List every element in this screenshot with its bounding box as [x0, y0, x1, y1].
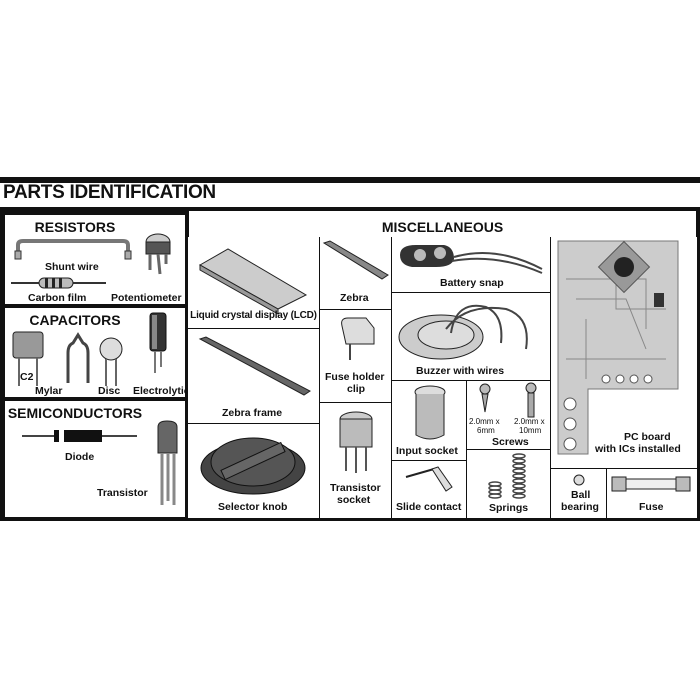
- fuse-holder-clip-cell: Fuse holder clip: [319, 309, 392, 403]
- carbon-film-label: Carbon film: [28, 292, 87, 304]
- screw-6mm-size-line1: 2.0mm x: [469, 417, 500, 426]
- input-socket-label: Input socket: [396, 445, 458, 457]
- transistor-socket-cell: Transistor socket: [319, 402, 392, 518]
- screw-6mm-icon: [479, 383, 491, 413]
- shunt-wire-icon: [14, 239, 132, 260]
- miscellaneous-panel: MISCELLANEOUS Liquid crystal display (LC…: [188, 211, 697, 518]
- c2-label: C2: [20, 371, 34, 383]
- buzzer-label: Buzzer with wires: [416, 365, 505, 377]
- lcd-label: Liquid crystal display (LCD): [190, 310, 317, 321]
- slide-contact-icon: [405, 466, 453, 492]
- ball-bearing-label-line2: bearing: [561, 501, 599, 513]
- zebra-frame-label: Zebra frame: [222, 407, 283, 419]
- battery-snap-cell: Battery snap: [391, 237, 551, 293]
- mylar-label: Mylar: [35, 385, 63, 397]
- zebra-frame-icon: [198, 336, 311, 396]
- semiconductors-panel: SEMICONDUCTORS Diode Transistor: [5, 401, 185, 517]
- zebra-cell: Zebra: [319, 237, 392, 310]
- c2-capacitor-icon: [12, 331, 44, 386]
- top-rule: [0, 177, 700, 183]
- transistor-socket-icon: [339, 411, 373, 473]
- springs-cell: Springs: [466, 449, 551, 518]
- semiconductors-heading: SEMICONDUCTORS: [7, 405, 143, 421]
- pc-board-label-line2: with ICs installed: [595, 443, 681, 455]
- disc-capacitor-icon: [99, 337, 123, 386]
- pc-board-icon: [557, 240, 679, 455]
- screw-6mm-size-line2: 6mm: [477, 426, 495, 435]
- selector-knob-label: Selector knob: [218, 501, 288, 513]
- selector-knob-cell: Selector knob: [188, 423, 320, 518]
- disc-label: Disc: [98, 385, 121, 397]
- pc-board-cell: PC board with ICs installed: [550, 237, 697, 469]
- capacitors-panel: CAPACITORS C2 Mylar Disc Electrolytic: [5, 308, 190, 397]
- carbon-film-resistor-icon: [11, 277, 106, 289]
- battery-snap-label: Battery snap: [440, 277, 504, 289]
- parts-frame: RESISTORS Shunt wire Carbon film Potenti…: [0, 207, 700, 521]
- page-title: PARTS IDENTIFICATION: [3, 182, 216, 203]
- input-socket-icon: [414, 385, 446, 440]
- selector-knob-icon: [200, 437, 306, 495]
- pc-board-label-line1: PC board: [624, 431, 671, 443]
- springs-icon: [488, 453, 526, 499]
- diode-label: Diode: [65, 451, 95, 463]
- buzzer-icon: [398, 304, 528, 360]
- springs-label: Springs: [489, 502, 529, 514]
- resistors-heading: RESISTORS: [34, 219, 116, 235]
- ball-bearing-label-line1: Ball: [571, 489, 591, 501]
- ball-bearing-icon: [573, 474, 585, 486]
- fuse-cell: Fuse: [606, 468, 697, 518]
- slide-contact-cell: Slide contact: [391, 460, 467, 518]
- transistor-label: Transistor: [97, 487, 148, 499]
- screws-label: Screws: [492, 436, 529, 448]
- mylar-capacitor-icon: [66, 332, 90, 383]
- electrolytic-capacitor-icon: [149, 312, 167, 373]
- electrolytic-label: Electrolytic: [133, 385, 190, 397]
- miscellaneous-heading: MISCELLANEOUS: [381, 219, 504, 235]
- fuse-holder-label-line2: clip: [347, 383, 366, 395]
- screws-cell: 2.0mm x 6mm 2.0mm x 10mm Screws: [466, 380, 551, 450]
- fuse-label: Fuse: [639, 501, 664, 513]
- zebra-icon: [322, 240, 389, 280]
- screw-10mm-size-line2: 10mm: [519, 426, 542, 435]
- zebra-label: Zebra: [340, 292, 369, 304]
- ball-bearing-cell: Ball bearing: [550, 468, 607, 518]
- transistor-socket-label-line2: socket: [337, 494, 371, 506]
- screw-10mm-icon: [525, 382, 537, 418]
- transistor-icon: [157, 420, 178, 505]
- input-socket-cell: Input socket: [391, 380, 467, 461]
- screw-10mm-size-line1: 2.0mm x: [514, 417, 545, 426]
- potentiometer-label: Potentiometer: [111, 292, 182, 304]
- battery-snap-icon: [400, 245, 543, 274]
- fuse-icon: [611, 476, 691, 492]
- fuse-holder-clip-icon: [341, 317, 375, 360]
- potentiometer-icon: [145, 233, 171, 275]
- lcd-icon: [198, 248, 308, 315]
- capacitors-heading: CAPACITORS: [29, 312, 121, 328]
- diode-icon: [22, 430, 137, 442]
- zebra-frame-cell: Zebra frame: [188, 328, 320, 424]
- fuse-holder-label-line1: Fuse holder: [325, 371, 385, 383]
- slide-contact-label: Slide contact: [396, 501, 462, 513]
- transistor-socket-label-line1: Transistor: [330, 482, 381, 494]
- resistors-panel: RESISTORS Shunt wire Carbon film Potenti…: [5, 215, 185, 304]
- lcd-cell: Liquid crystal display (LCD): [188, 237, 320, 329]
- buzzer-cell: Buzzer with wires: [391, 292, 551, 381]
- shunt-wire-label: Shunt wire: [45, 261, 99, 273]
